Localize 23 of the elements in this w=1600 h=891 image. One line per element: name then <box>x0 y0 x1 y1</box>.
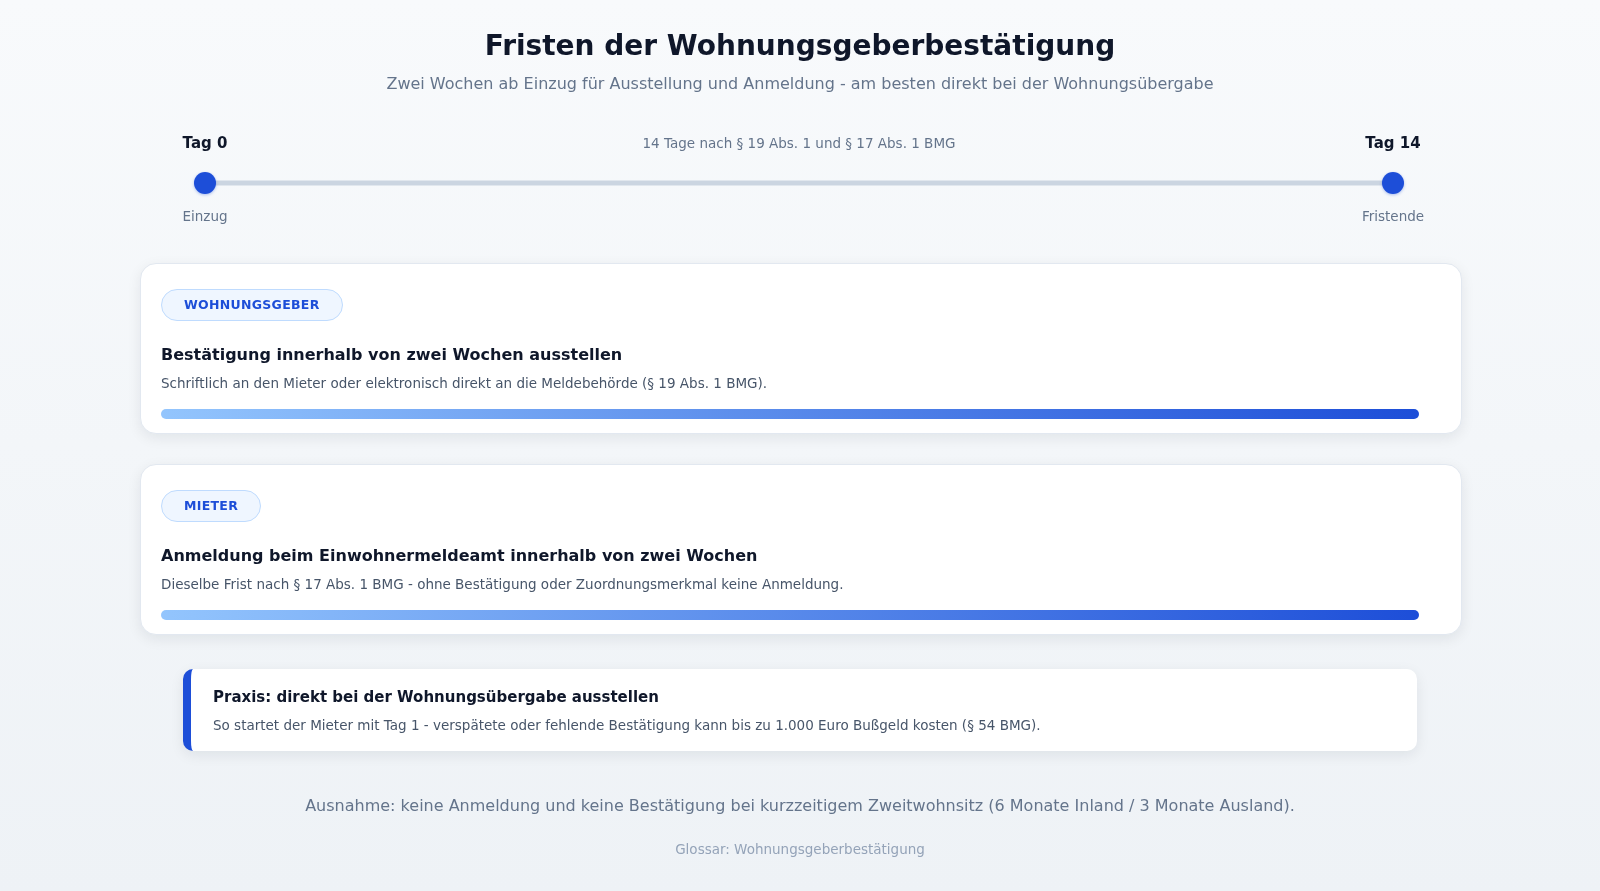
tip-text: So startet der Mieter mit Tag 1 - verspätete oder fehlende Bestätigung kann bis zu 1.000 Euro Bußgeld kosten (§ 54 BMG). <box>213 716 1041 735</box>
day-label: Tag 0 <box>182 134 228 152</box>
edge-label: 14 Tage nach § 19 Abs. 1 und § 17 Abs. 1 BMG <box>642 135 956 151</box>
card-text: Schriftlich an den Mieter oder elektronisch direkt an die Meldebehörde (§ 19 Abs. 1 BMG). <box>161 374 768 393</box>
card-heading: Anmeldung beim Einwohnermeldeamt innerhalb von zwei Wochen <box>161 545 758 567</box>
title: Fristen der Wohnungsgeberbestätigung <box>484 28 1116 62</box>
footer-caption: Glossar: Wohnungsgeberbestätigung <box>675 841 925 857</box>
card-text: Dieselbe Frist nach § 17 Abs. 1 BMG - ohne Bestätigung oder Zuordnungsmerkmal keine Anmeldung. <box>161 575 844 594</box>
tip-heading: Praxis: direkt bei der Wohnungsübergabe ausstellen <box>213 687 659 708</box>
tip-box <box>183 669 1417 751</box>
task-card <box>140 263 1462 434</box>
task-card <box>140 464 1462 635</box>
note-text: Ausnahme: keine Anmeldung und keine Bestätigung bei kurzzeitigem Zweitwohnsitz (6 Monate Inland / 3 Monate Ausland). <box>305 795 1295 815</box>
timeline-line <box>213 180 1385 186</box>
event-label: Fristende <box>1361 208 1425 224</box>
event-label: Einzug <box>182 208 228 224</box>
day-label: Tag 14 <box>1365 134 1421 152</box>
timeline-dot <box>194 172 216 194</box>
subtitle: Zwei Wochen ab Einzug für Ausstellung und Anmeldung - am besten direkt bei der Wohnungsübergabe <box>386 73 1214 93</box>
timeline-dot <box>1382 172 1404 194</box>
role-tag: WOHNUNGSGEBER <box>161 289 343 321</box>
card-heading: Bestätigung innerhalb von zwei Wochen ausstellen <box>161 344 623 366</box>
role-tag: MIETER <box>161 490 262 522</box>
